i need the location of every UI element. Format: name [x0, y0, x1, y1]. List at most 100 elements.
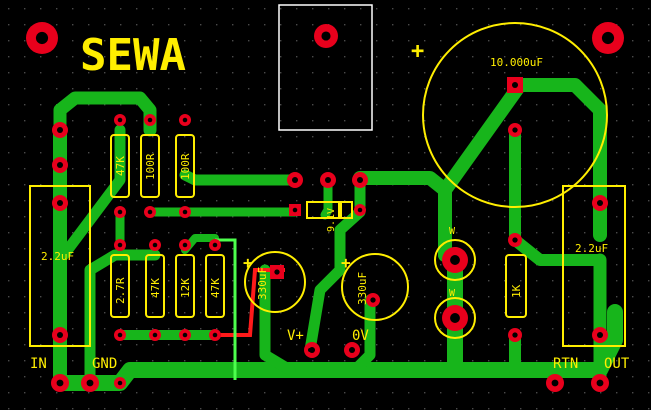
grid-dot	[120, 408, 122, 410]
grid-dot	[312, 264, 314, 266]
grid-dot	[312, 8, 314, 10]
grid-dot	[280, 392, 282, 394]
grid-dot	[360, 40, 362, 42]
grid-dot	[168, 184, 170, 186]
grid-dot	[552, 136, 554, 138]
grid-dot	[616, 296, 618, 298]
grid-dot	[104, 24, 106, 26]
pad-r-bot-2-hole	[182, 242, 188, 248]
grid-dot	[408, 408, 410, 410]
grid-dot	[360, 312, 362, 314]
grid-dot	[88, 200, 90, 202]
grid-dot	[504, 328, 506, 330]
grid-dot	[280, 312, 282, 314]
grid-dot	[616, 392, 618, 394]
grid-dot	[264, 248, 266, 250]
grid-dot	[632, 232, 634, 234]
grid-dot	[264, 408, 266, 410]
grid-dot	[456, 136, 458, 138]
grid-dot	[136, 104, 138, 106]
grid-dot	[632, 136, 634, 138]
grid-dot	[280, 72, 282, 74]
grid-dot	[248, 312, 250, 314]
grid-dot	[488, 264, 490, 266]
grid-dot	[184, 168, 186, 170]
grid-dot	[632, 72, 634, 74]
grid-dot	[296, 152, 298, 154]
grid-dot	[232, 328, 234, 330]
grid-dot	[360, 72, 362, 74]
grid-dot	[520, 56, 522, 58]
grid-dot	[424, 248, 426, 250]
grid-dot	[600, 392, 602, 394]
grid-dot	[232, 72, 234, 74]
grid-dot	[344, 344, 346, 346]
grid-dot	[376, 168, 378, 170]
grid-dot	[424, 40, 426, 42]
label-r8: 1K	[510, 284, 523, 298]
grid-dot	[616, 136, 618, 138]
grid-dot	[200, 120, 202, 122]
grid-dot	[40, 88, 42, 90]
regulator-body	[278, 4, 373, 131]
grid-dot	[312, 88, 314, 90]
grid-dot	[360, 168, 362, 170]
grid-dot	[248, 8, 250, 10]
grid-dot	[216, 344, 218, 346]
grid-dot	[344, 328, 346, 330]
grid-dot	[408, 360, 410, 362]
grid-dot	[152, 360, 154, 362]
grid-dot	[424, 152, 426, 154]
grid-dot	[504, 120, 506, 122]
grid-dot	[296, 264, 298, 266]
grid-dot	[168, 88, 170, 90]
grid-dot	[136, 328, 138, 330]
grid-dot	[456, 216, 458, 218]
grid-dot	[136, 312, 138, 314]
grid-dot	[376, 40, 378, 42]
grid-dot	[360, 88, 362, 90]
grid-dot	[552, 280, 554, 282]
grid-dot	[344, 136, 346, 138]
grid-dot	[296, 88, 298, 90]
grid-dot	[264, 88, 266, 90]
label-in: IN	[30, 356, 47, 372]
grid-dot	[328, 232, 330, 234]
grid-dot	[40, 72, 42, 74]
grid-dot	[376, 328, 378, 330]
grid-dot	[296, 296, 298, 298]
grid-dot	[136, 264, 138, 266]
grid-dot	[344, 168, 346, 170]
grid-dot	[504, 312, 506, 314]
grid-dot	[488, 72, 490, 74]
resistor-r5-outline	[145, 254, 165, 318]
grid-dot	[40, 280, 42, 282]
grid-dot	[440, 72, 442, 74]
grid-dot	[584, 200, 586, 202]
grid-dot	[104, 408, 106, 410]
grid-dot	[648, 8, 650, 10]
grid-dot	[424, 168, 426, 170]
grid-dot	[360, 120, 362, 122]
grid-dot	[536, 104, 538, 106]
grid-dot	[280, 232, 282, 234]
grid-dot	[152, 24, 154, 26]
grid-dot	[72, 392, 74, 394]
grid-dot	[504, 136, 506, 138]
grid-dot	[152, 40, 154, 42]
grid-dot	[152, 312, 154, 314]
grid-dot	[632, 408, 634, 410]
grid-dot	[424, 216, 426, 218]
grid-dot	[472, 264, 474, 266]
pads-layer	[26, 22, 624, 392]
grid-dot	[536, 168, 538, 170]
grid-dot	[344, 280, 346, 282]
grid-dot	[24, 24, 26, 26]
grid-dot	[168, 280, 170, 282]
grid-dot	[520, 72, 522, 74]
grid-dot	[408, 216, 410, 218]
grid-dot	[344, 152, 346, 154]
grid-dot	[328, 296, 330, 298]
grid-dot	[120, 280, 122, 282]
grid-dot	[104, 392, 106, 394]
